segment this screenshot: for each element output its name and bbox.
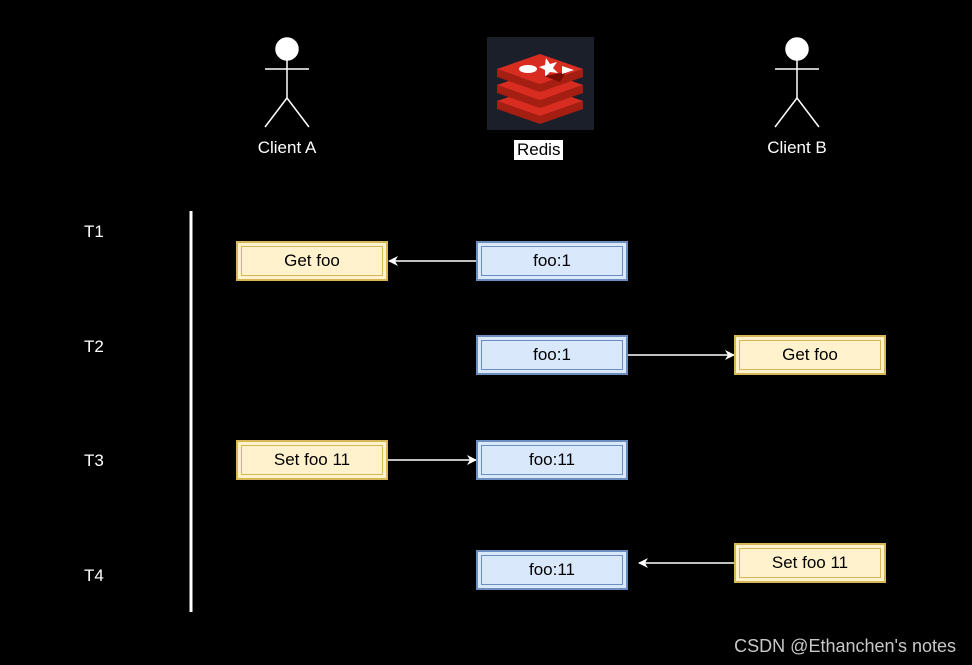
t4-redis-box: foo:11 (476, 550, 628, 590)
time-label-t2: T2 (84, 337, 104, 356)
client-b-label: Client B (767, 138, 827, 157)
t4-client-b-text: Set foo 11 (771, 553, 849, 572)
client-b-actor-icon (774, 37, 820, 128)
client-a-actor-icon (264, 37, 310, 128)
client-a-label: Client A (257, 138, 317, 157)
redis-logo-icon (487, 37, 594, 130)
redis-label: Redis (514, 140, 564, 160)
t4-client-b-box: Set foo 11 (734, 543, 886, 583)
t1-redis-text: foo:1 (533, 251, 571, 270)
time-label-t3: T3 (84, 451, 104, 470)
t2-client-b-box: Get foo (734, 335, 886, 375)
t3-redis-box: foo:11 (476, 440, 628, 480)
t3-redis-text: foo:11 (528, 450, 575, 469)
t1-redis-box: foo:1 (476, 241, 628, 281)
time-label-t1: T1 (84, 222, 104, 241)
t2-redis-box: foo:1 (476, 335, 628, 375)
t1-client-a-text: Get foo (284, 251, 340, 270)
watermark-text: CSDN @Ethanchen's notes (734, 636, 956, 656)
t2-client-b-text: Get foo (782, 345, 838, 364)
t3-client-a-box: Set foo 11 (236, 440, 388, 480)
t3-client-a-text: Set foo 11 (273, 450, 351, 469)
time-label-t4: T4 (84, 566, 104, 585)
t1-client-a-box: Get foo (236, 241, 388, 281)
t2-redis-text: foo:1 (533, 345, 571, 364)
t4-redis-text: foo:11 (528, 560, 575, 579)
